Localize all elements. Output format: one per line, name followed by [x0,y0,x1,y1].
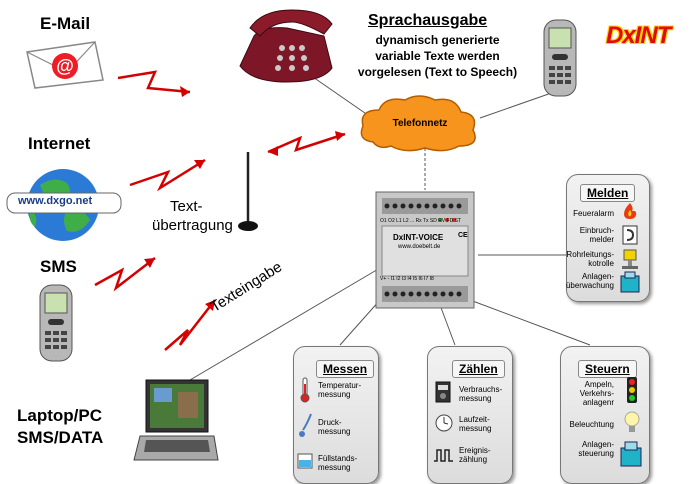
pressure-gauge-icon [299,413,312,437]
device-top-terminals: O1 O2 L1 L2 ... Rx Tx SD RV FD ST [380,218,461,224]
steuern-item-label: Anlagen- steuerung [578,440,614,458]
clock-icon [435,414,453,432]
speech-line1: dynamisch generierte [375,33,500,47]
thermometer-icon [300,377,310,403]
melden-item-label: Rohrleitungs- kotrolle [566,250,614,268]
dxint-voice-device [375,191,475,309]
zaehlen-item-label: Ereignis- zählung [459,446,491,464]
meter-icon [435,381,451,403]
text-transfer-line2: übertragung [152,217,233,234]
pulse-icon [434,449,453,462]
desk-phone-icon [239,9,333,83]
mobile-phone-speech-icon [543,19,577,97]
machine-icon [620,441,642,467]
machine-icon [620,271,640,293]
email-label: E-Mail [40,14,91,33]
cloud-label: Telefonnetz [392,118,448,129]
melden-title: Melden [580,184,636,202]
internet-url: www.dxgo.net [18,195,93,207]
zaehlen-item-label: Laufzeit- messung [459,415,492,433]
speech-line2: variable Texte werden [375,49,500,63]
device-name: DxINT-VOICE [393,233,444,242]
bolt-email [117,70,191,94]
dxint-logo: DxINT [606,22,671,49]
speech-title: Sprachausgabe [368,12,488,29]
svg-text:@: @ [56,56,74,76]
messen-item-label: Temperatur- messung [318,381,362,399]
melden-item-label: Feueralarm [573,209,614,218]
steuern-item-label: Ampeln, Verkehrs- anlagenr [579,380,614,407]
cloud-icon [360,95,476,152]
messen-item-label: Füllstands- messung [318,454,358,472]
laptop-icon [133,379,219,461]
zaehlen-title: Zählen [452,360,505,378]
bolt-laptop [164,299,216,351]
bolt-cloud [267,132,346,154]
fire-icon [624,203,637,219]
messen-title: Messen [316,360,375,378]
internet-label: Internet [28,134,91,153]
water-level-icon [297,453,313,469]
laptop-label-line1: Laptop/PC [17,406,102,425]
door-sensor-icon [622,225,638,245]
traffic-light-icon [627,377,637,403]
mobile-phone-icon [39,284,73,362]
envelope-icon: @ [26,41,104,89]
zaehlen-item-label: Verbrauchs- messung [459,385,503,403]
bolt-internet [129,158,206,192]
steuern-title: Steuern [578,360,637,378]
antenna-icon [238,152,258,231]
light-bulb-icon [624,411,640,432]
sms-label: SMS [40,257,77,276]
laptop-label-line2: SMS/DATA [17,428,104,447]
melden-item-label: Einbruch- melder [579,226,614,244]
steuern-item-label: Beleuchtung [569,420,614,429]
device-ce-mark: CE [458,232,468,239]
bolt-sms [94,257,156,292]
pipe-valve-icon [622,249,638,269]
speech-line3: vorgelesen (Text to Speech) [357,65,518,79]
globe-icon [6,169,122,241]
device-url: www.doebelt.de [398,244,441,250]
text-transfer-line1: Text- [170,198,203,215]
melden-item-label: Anlagen- überwachung [565,272,614,290]
device-bottom-terminals: V+ - I1 I2 I3 I4 I5 I6 I7 I8 [380,276,434,282]
messen-item-label: Druck- messung [318,418,351,436]
